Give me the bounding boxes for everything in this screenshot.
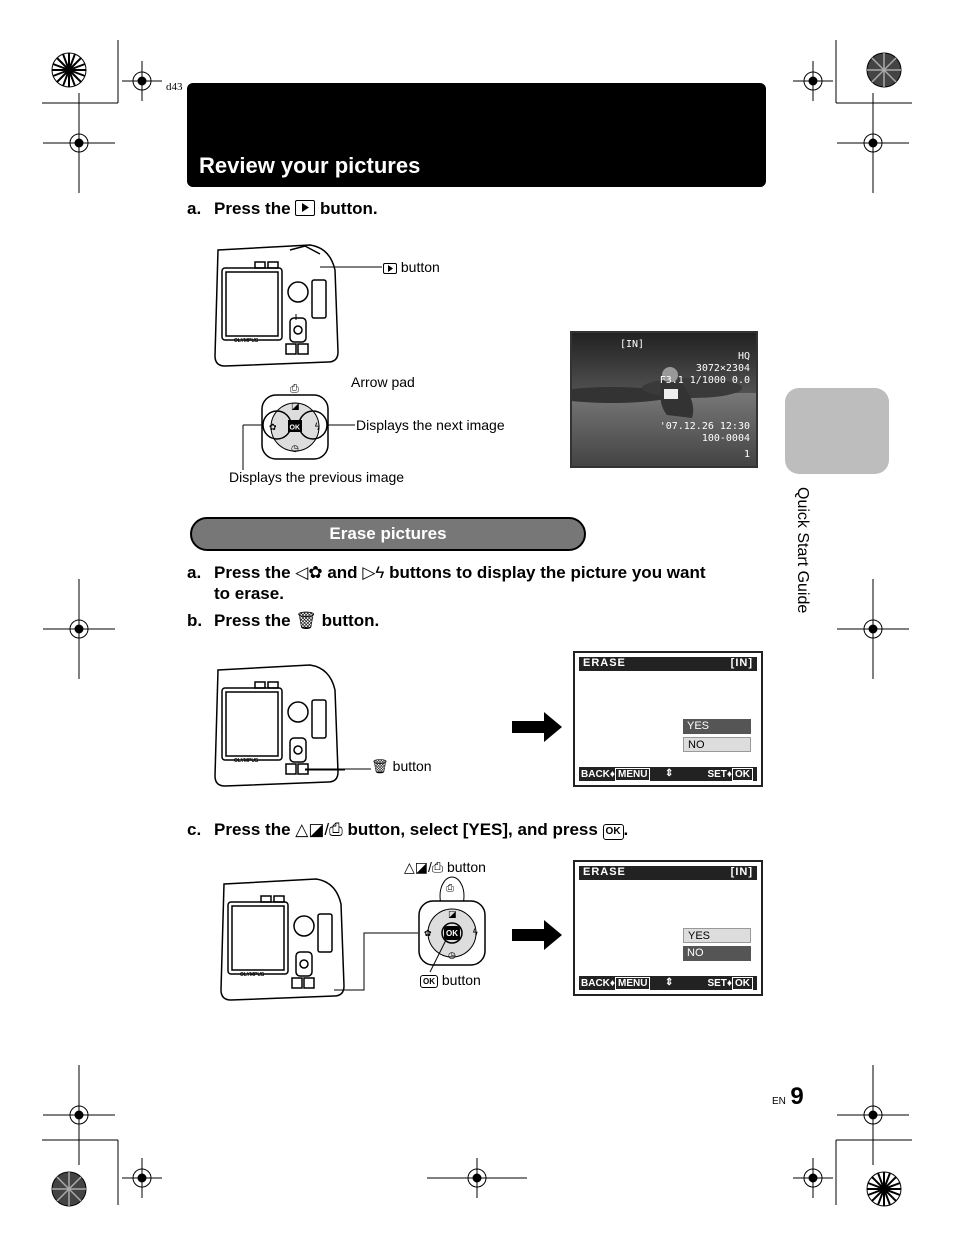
ok-icon: OK <box>420 975 438 988</box>
erase-screen-1: ERASE[IN] YES NO BACK♦MENU ⇕ SET♦OK <box>573 651 763 787</box>
svg-text:✿: ✿ <box>269 423 277 433</box>
doc-code: d43 <box>166 81 183 93</box>
svg-text:◷: ◷ <box>291 444 299 454</box>
arrow-right-icon <box>512 920 562 950</box>
arrow-pad-illustration: ⎙ OK ◪ ◷ ✿ ϟ <box>242 382 355 470</box>
svg-text:ϟ: ϟ <box>314 422 321 433</box>
next-image-label: Displays the next image <box>356 417 505 433</box>
up-exposure-print-icon: △◪/⎙ <box>404 859 444 875</box>
updown-icon: ⇕ <box>665 768 674 779</box>
ok-icon: OK <box>602 824 624 840</box>
option-yes[interactable]: YES <box>683 928 751 943</box>
arrow-right-icon <box>512 712 562 742</box>
playback-photo: [IN] HQ 3072×2304 F3.1 1/1000 0.0 '07.12… <box>570 331 758 468</box>
play-button-callout: button <box>383 259 440 275</box>
svg-text:◪: ◪ <box>448 910 457 920</box>
svg-text:ϟ: ϟ <box>472 928 479 939</box>
arrow-pad-illustration-2: ⎙ OK ◪ ◷ ✿ ϟ <box>418 876 486 973</box>
right-flash-icon: ▷ϟ <box>362 563 385 582</box>
svg-text:✿: ✿ <box>424 929 432 939</box>
page-number: EN 9 <box>772 1083 804 1110</box>
section-header <box>187 83 766 187</box>
option-no-selected[interactable]: NO <box>683 946 751 961</box>
arrow-pad-label: Arrow pad <box>351 374 415 390</box>
svg-text:⎙: ⎙ <box>290 382 299 395</box>
step-c-erase: c.Press the △◪/⎙ button, select [YES], a… <box>187 820 629 840</box>
camera-back-illustration: OLYMPUS <box>214 244 339 367</box>
option-no[interactable]: NO <box>683 737 751 752</box>
svg-text:◷: ◷ <box>448 951 456 961</box>
camera-back-illustration-3: OLYMPUS <box>220 878 345 1001</box>
svg-text:OLYMPUS: OLYMPUS <box>234 758 259 764</box>
step-a-erase-line2: to erase. <box>214 584 284 603</box>
print-button-callout: △◪/⎙ button <box>404 859 486 875</box>
play-icon <box>295 200 316 216</box>
svg-text:⎙: ⎙ <box>446 883 454 894</box>
page-title: Review your pictures <box>199 153 421 178</box>
svg-text:◪: ◪ <box>291 402 300 412</box>
step-a-play: a.Press the button. <box>187 199 378 218</box>
up-exposure-print-icon: △◪/⎙ <box>295 820 343 839</box>
erase-icon: 🗑 <box>295 611 317 630</box>
svg-text:OLYMPUS: OLYMPUS <box>234 338 259 344</box>
erase-button-callout: 🗑 button <box>371 758 432 774</box>
svg-text:OLYMPUS: OLYMPUS <box>240 972 265 978</box>
photo-landscape <box>572 333 756 466</box>
erase-pictures-banner: Erase pictures <box>190 517 586 551</box>
side-tab-text: Quick Start Guide <box>794 487 811 614</box>
step-a-erase: a.Press the ◁✿ and ▷ϟ buttons to display… <box>187 563 706 582</box>
previous-image-label: Displays the previous image <box>229 469 405 485</box>
updown-icon: ⇕ <box>665 977 674 988</box>
erase-icon: 🗑 <box>371 758 389 774</box>
svg-text:OK: OK <box>446 929 458 938</box>
camera-to-pad-line <box>334 932 418 991</box>
callout-lines <box>295 266 382 320</box>
erase-screen-2: ERASE[IN] YES NO BACK♦MENU ⇕ SET♦OK <box>573 860 763 996</box>
camera-back-illustration-2: OLYMPUS <box>214 664 345 787</box>
step-b-erase: b.Press the 🗑 button. <box>187 611 380 630</box>
erase-callout-line <box>305 768 371 770</box>
ok-button-callout: OK button <box>420 972 481 988</box>
play-icon <box>383 263 397 274</box>
side-tab <box>785 388 889 474</box>
svg-text:OK: OK <box>290 425 301 432</box>
left-macro-icon: ◁✿ <box>295 563 323 582</box>
option-yes-selected[interactable]: YES <box>683 719 751 734</box>
